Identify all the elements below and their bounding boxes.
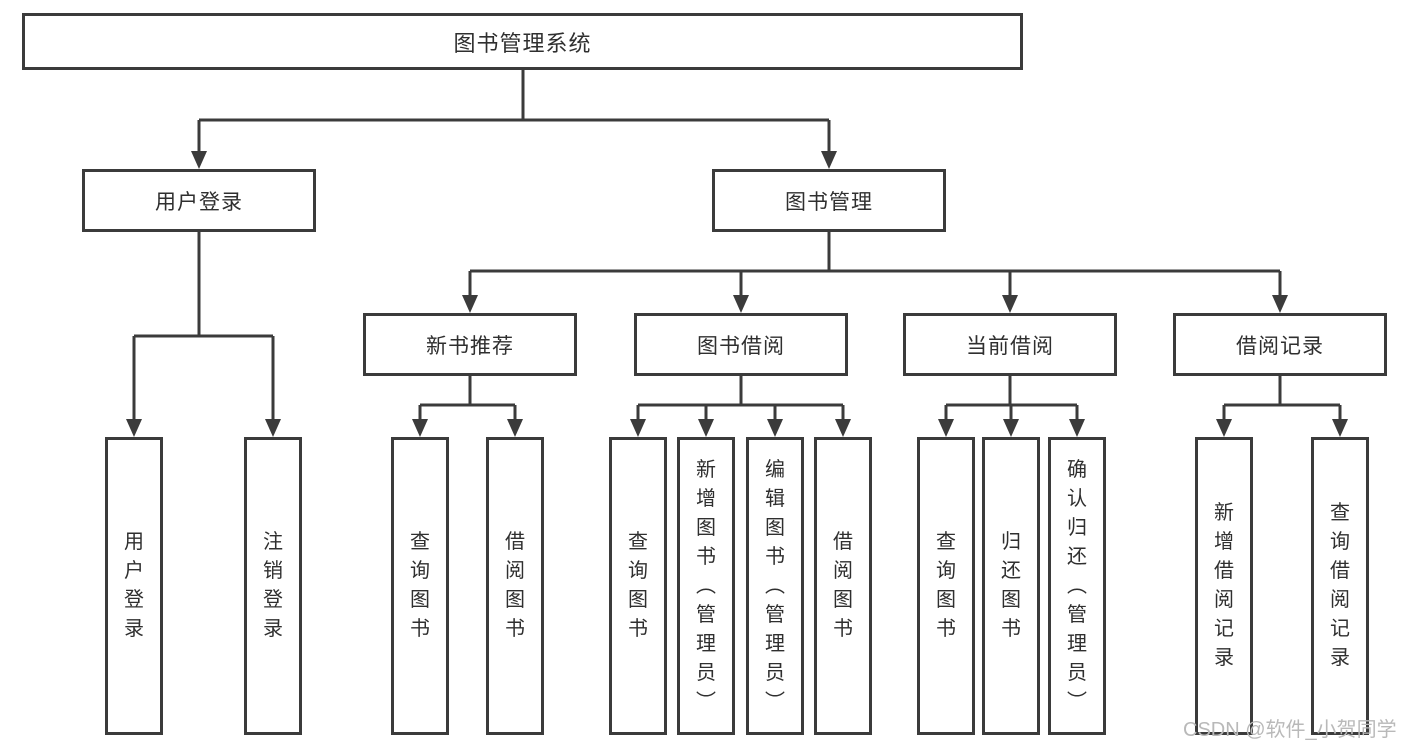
node-label: 用户登录: [155, 190, 243, 214]
connector-root-level2: [197, 70, 831, 153]
connector-records: [1222, 376, 1342, 421]
leaf-label: 查询图书: [936, 531, 956, 640]
node-borrowing-records: 借阅记录: [1173, 313, 1387, 376]
leaf-add-books-admin: 新增图书︵管理员︶: [677, 437, 735, 735]
connector-current: [944, 376, 1079, 421]
arrowheads-level3: [462, 295, 1288, 313]
node-label: 图书管理系统: [453, 30, 592, 56]
connector-book-mgmt: [468, 232, 1282, 297]
leaf-label: 归还图书: [1001, 531, 1021, 640]
connector-new-book: [418, 376, 517, 421]
node-user-login: 用户登录: [82, 169, 316, 232]
node-library-management-system: 图书管理系统: [22, 13, 1023, 70]
node-book-borrowing: 图书借阅: [634, 313, 848, 376]
leaf-label: 查询借阅记录: [1330, 502, 1350, 669]
node-label: 借阅记录: [1236, 334, 1324, 358]
leaf-label: 用户登录: [124, 531, 144, 640]
leaf-edit-books-admin: 编辑图书︵管理员︶: [746, 437, 804, 735]
leaf-return-books: 归还图书: [982, 437, 1040, 735]
leaf-user-login: 用户登录: [105, 437, 163, 735]
node-new-book-recommendation: 新书推荐: [363, 313, 577, 376]
leaf-label: 新增借阅记录: [1214, 502, 1234, 669]
watermark: CSDN @软件_小贺同学: [1183, 719, 1397, 741]
leaf-label: 注销登录: [263, 531, 283, 640]
leaf-logout: 注销登录: [244, 437, 302, 735]
node-label: 图书管理: [785, 190, 873, 214]
leaf-label: 查询图书: [410, 531, 430, 640]
leaf-label: 查询图书: [628, 531, 648, 640]
leaf-label: 新增图书︵管理员︶: [696, 458, 716, 713]
leaf-add-borrow-record: 新增借阅记录: [1195, 437, 1253, 735]
arrowheads-records: [1216, 419, 1348, 437]
arrowheads-new-book: [412, 419, 523, 437]
leaf-borrow-books-borrowing: 借阅图书: [814, 437, 872, 735]
leaf-query-books-borrowing: 查询图书: [609, 437, 667, 735]
leaf-label: 确认归还︵管理员︶: [1067, 458, 1087, 713]
arrowheads-level2: [191, 151, 837, 169]
node-label: 新书推荐: [426, 334, 514, 358]
leaf-label: 借阅图书: [833, 531, 853, 640]
leaf-label: 编辑图书︵管理员︶: [765, 458, 785, 713]
leaf-query-books-recommend: 查询图书: [391, 437, 449, 735]
node-current-borrowing: 当前借阅: [903, 313, 1117, 376]
arrowheads-borrowing: [630, 419, 851, 437]
leaf-confirm-return-admin: 确认归还︵管理员︶: [1048, 437, 1106, 735]
leaf-label: 借阅图书: [505, 531, 525, 640]
node-label: 图书借阅: [697, 334, 785, 358]
leaf-borrow-books-recommend: 借阅图书: [486, 437, 544, 735]
connector-user-login: [132, 232, 275, 421]
arrowheads-user-login: [126, 419, 281, 437]
node-label: 当前借阅: [966, 334, 1054, 358]
arrowheads-current: [938, 419, 1085, 437]
node-book-management: 图书管理: [712, 169, 946, 232]
connector-borrowing: [636, 376, 845, 421]
leaf-query-books-current: 查询图书: [917, 437, 975, 735]
leaf-query-borrow-record: 查询借阅记录: [1311, 437, 1369, 735]
